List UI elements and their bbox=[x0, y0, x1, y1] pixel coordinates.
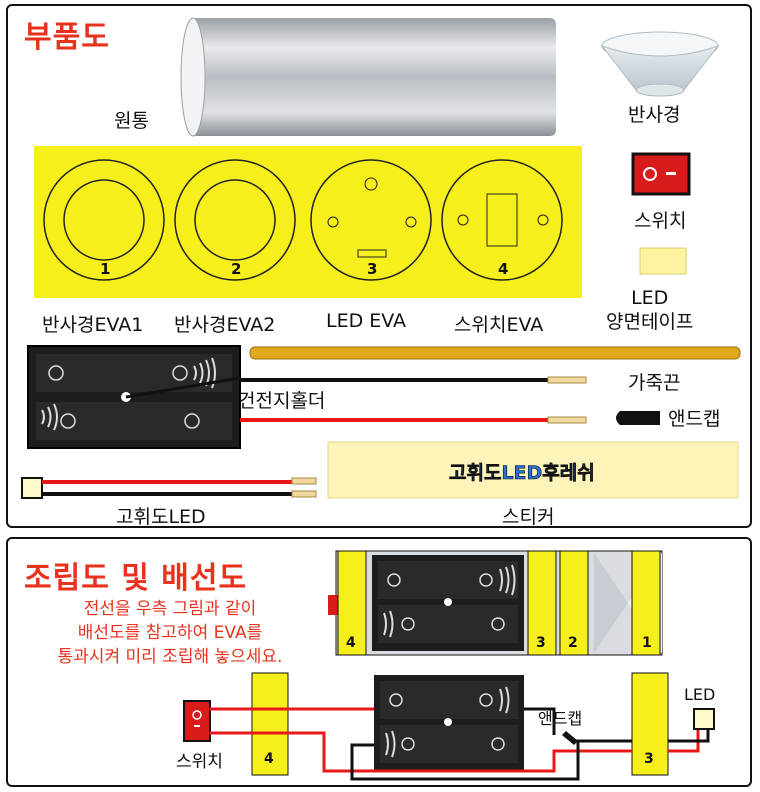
eva1-label: 반사경EVA1 bbox=[42, 314, 144, 336]
holder-wires bbox=[240, 376, 587, 424]
parts-drawing bbox=[21, 17, 741, 499]
sticker-image bbox=[327, 441, 739, 499]
led-tape-image bbox=[639, 247, 687, 275]
leather-cord-image bbox=[249, 346, 741, 360]
end-cap-label: 앤드캡 bbox=[668, 408, 721, 430]
tube-image bbox=[180, 17, 556, 137]
parts-panel: 부품도 bbox=[6, 4, 752, 528]
reflector-image bbox=[600, 31, 720, 97]
assembly-title: 조립도 및 배선도 bbox=[24, 561, 248, 596]
hb-led-image bbox=[21, 477, 317, 499]
reflector-label: 반사경 bbox=[628, 104, 681, 126]
battery-holder-label: 건전지홀더 bbox=[238, 390, 326, 412]
assembled-flashlight bbox=[328, 550, 663, 656]
tube-label: 원통 bbox=[114, 110, 149, 132]
plate-1-number: 1 bbox=[642, 635, 652, 651]
wiring-led-label: LED bbox=[684, 685, 716, 704]
switch-label: 스위치 bbox=[634, 210, 687, 232]
parts-title: 부품도 bbox=[24, 20, 110, 55]
wiring-plate4-label: 4 bbox=[264, 751, 274, 767]
assembly-drawing bbox=[183, 550, 715, 781]
eva1-number: 1 bbox=[100, 260, 111, 278]
plate-3-number: 3 bbox=[536, 635, 546, 651]
battery-holder-image bbox=[27, 345, 241, 449]
note-line-3: 통과시켜 미리 조립해 놓으세요. bbox=[57, 647, 283, 667]
eva-board bbox=[34, 146, 582, 298]
switch-eva-label: 스위치EVA bbox=[454, 314, 544, 336]
wiring-end-cap-label: 앤드캡 bbox=[538, 709, 583, 728]
note-line-2: 배선도를 참고하여 EVA를 bbox=[77, 623, 263, 643]
eva2-label: 반사경EVA2 bbox=[174, 314, 276, 336]
assembly-panel: 조립도 및 배선도 전선을 우측 그림과 같이 배선도를 참고하여 EVA를 통… bbox=[6, 537, 752, 787]
wiring-diagram bbox=[183, 672, 715, 781]
plate-2-number: 2 bbox=[568, 635, 578, 651]
leather-cord-label: 가죽끈 bbox=[628, 372, 681, 394]
eva2-number: 2 bbox=[231, 260, 242, 278]
eva4-number: 4 bbox=[498, 260, 509, 278]
plate-4-number: 4 bbox=[346, 635, 356, 651]
led-tape-label: LED 양면테이프 bbox=[606, 287, 694, 333]
end-cap-image bbox=[616, 411, 660, 425]
note-line-1: 전선을 우측 그림과 같이 bbox=[83, 599, 257, 619]
assembly-note: 전선을 우측 그림과 같이 배선도를 참고하여 EVA를 통과시켜 미리 조립해… bbox=[22, 597, 318, 669]
wiring-switch-label: 스위치 bbox=[176, 752, 223, 772]
eva3-number: 3 bbox=[367, 260, 378, 278]
led-eva-label: LED EVA bbox=[326, 310, 407, 332]
switch-image bbox=[631, 152, 691, 196]
wiring-plate3-label: 3 bbox=[644, 751, 654, 767]
sticker-label: 스티커 bbox=[502, 506, 555, 528]
sticker-text: 고휘도LED후레쉬 bbox=[449, 462, 595, 485]
hb-led-label: 고휘도LED bbox=[116, 506, 206, 528]
